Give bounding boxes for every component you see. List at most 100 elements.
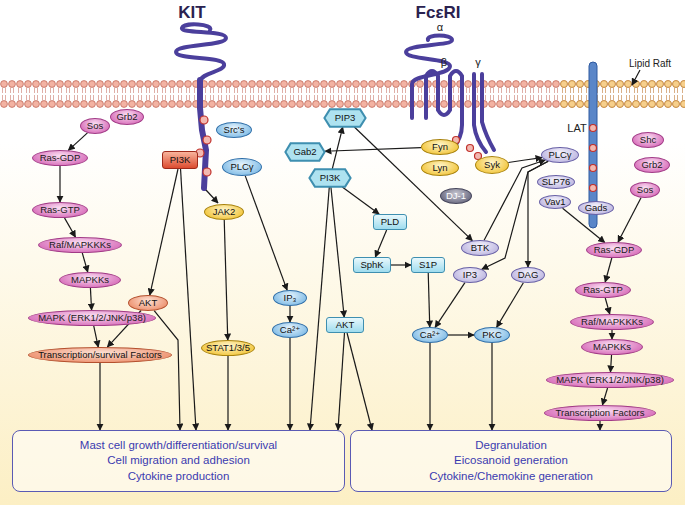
node-text: IP3 (463, 270, 477, 280)
signal-arrow (90, 288, 91, 310)
node-text: Sos (637, 185, 653, 195)
protein-node: Fyn (421, 139, 459, 155)
protein-node: Raf/MAPKKKs (38, 237, 122, 253)
node-text: Eicosanoid generation (454, 453, 568, 469)
protein-node: MAPK (ERK1/2/JNK/p38) (546, 372, 674, 388)
protein-node: PIP3 (324, 109, 366, 127)
protein-node: Src's (216, 122, 252, 138)
node-text: PI3K (170, 155, 191, 165)
phospho-sites (196, 116, 211, 176)
leader-arrows (206, 70, 640, 203)
node-text: SphK (360, 260, 383, 270)
signal-arrow (227, 356, 228, 430)
alpha-chain (406, 36, 452, 119)
signal-arrow (491, 343, 492, 430)
lipid-raft (560, 80, 685, 108)
signal-arrow (325, 148, 421, 152)
node-text: MAPK (ERK1/2/JNK/p38) (38, 313, 146, 323)
phospho-dot (590, 165, 597, 172)
node-text: Sos (87, 121, 103, 131)
node-text: Grb2 (116, 112, 137, 122)
node-text: Gab2 (293, 147, 316, 157)
node-text: PKC (482, 330, 502, 340)
protein-node: Ras-GTP (32, 202, 88, 218)
node-text: Mast cell growth/differentiation/surviva… (80, 438, 277, 454)
protein-node: Lyn (421, 160, 459, 176)
signal-arrow (59, 166, 60, 202)
phospho-dot (590, 125, 597, 132)
phospho-dot (203, 136, 211, 144)
protein-node: Transcription Factors (544, 405, 656, 421)
node-text: Lyn (433, 163, 448, 173)
node-text: PLD (381, 217, 399, 227)
node-text: Raf/MAPKKKs (581, 317, 643, 327)
phospho-dot (590, 185, 597, 192)
phospho-dot (203, 168, 211, 176)
protein-node: STAT1/3/5 (201, 340, 255, 356)
node-text: PLCγ (548, 150, 571, 160)
phospho-dot (590, 145, 597, 152)
signal-arrow (224, 220, 228, 340)
signal-arrow (391, 264, 411, 265)
fceri-receptor (406, 36, 494, 153)
node-text: PI3K (320, 173, 341, 183)
signal-arrow (497, 283, 524, 328)
cell-membrane (0, 80, 685, 108)
signal-arrow (289, 338, 290, 430)
protein-node: PLCγ (541, 147, 579, 163)
signal-arrow (605, 258, 612, 282)
label-text: β (441, 56, 447, 68)
signal-arrow (82, 253, 87, 272)
node-text: Raf/MAPKKKs (49, 240, 111, 250)
node-text: MAPKKs (593, 342, 631, 352)
protein-node: Raf/MAPKKKs (570, 314, 654, 330)
protein-node: JAK2 (204, 204, 244, 220)
node-text: Ca²⁺ (420, 330, 440, 340)
protein-node: BTK (461, 240, 499, 256)
node-text: JAK2 (213, 207, 236, 217)
protein-node: Sos (630, 182, 660, 198)
protein-node: Ca²⁺ (272, 322, 308, 338)
node-text: Transcription/survival Factors (38, 350, 162, 360)
protein-node: Grb2 (110, 109, 144, 125)
lipid-bilayer (0, 80, 685, 108)
outcome-box: Mast cell growth/differentiation/surviva… (12, 430, 345, 492)
connector-layer (60, 127, 641, 430)
label-text: γ (475, 56, 481, 68)
protein-node: MAPKKs (581, 339, 643, 355)
signal-arrow (508, 158, 542, 163)
node-text: AKT (139, 298, 157, 308)
protein-node: IP3 (453, 267, 487, 283)
hexagon-shape (324, 109, 365, 126)
protein-node: PKC (474, 327, 510, 343)
protein-node: PI3K (162, 151, 198, 169)
node-text: Ras-GTP (40, 205, 80, 215)
node-text: DJ-1 (446, 191, 466, 201)
hexagon-shape (285, 143, 324, 160)
signal-arrow (94, 326, 99, 347)
signal-arrow (605, 298, 610, 314)
signal-arrow (610, 355, 611, 372)
node-text: Ras-GDP (40, 153, 81, 163)
signal-arrow (435, 283, 465, 328)
signal-arrow (289, 306, 290, 322)
node-text: Cytokine/Chemokine generation (429, 469, 593, 485)
signal-arrow (354, 127, 472, 241)
signal-arrow (618, 198, 641, 242)
kit-jak-arrow (206, 190, 218, 203)
node-text: PLCγ (230, 162, 253, 172)
node-text: AKT (336, 320, 354, 330)
protein-node: AKT (128, 295, 168, 311)
signal-arrow (331, 187, 344, 317)
signal-arrow (245, 176, 287, 290)
signal-arrow (347, 333, 372, 430)
signal-arrow (602, 388, 607, 405)
node-text: Gads (585, 203, 608, 213)
node-text: Fyn (432, 142, 448, 152)
protein-node: Sos (80, 118, 110, 134)
signal-arrow (375, 230, 386, 257)
protein-node: Vav1 (539, 195, 571, 209)
node-text: Cell migration and adhesion (107, 453, 250, 469)
protein-node: MAPKKs (59, 272, 121, 288)
protein-node: MAPK (ERK1/2/JNK/p38) (28, 310, 156, 326)
